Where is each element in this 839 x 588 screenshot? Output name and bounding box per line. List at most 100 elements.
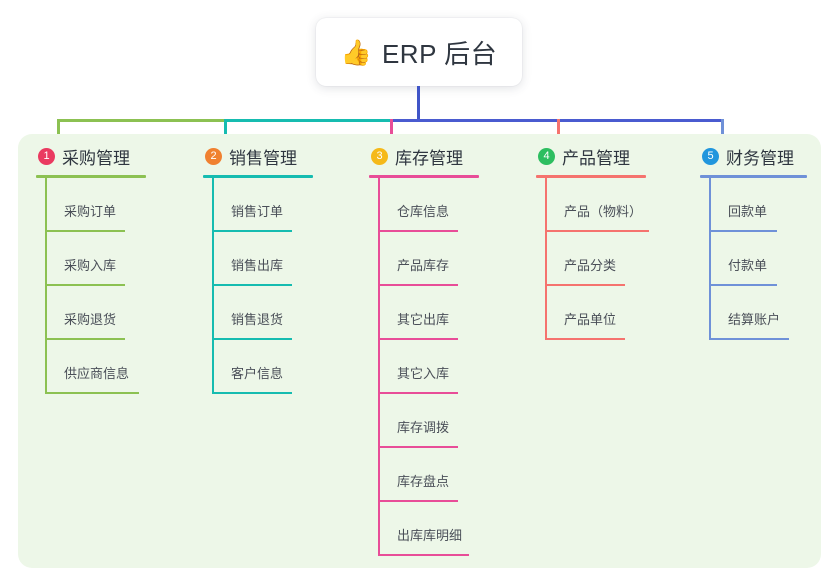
list-item[interactable]: 产品分类 (545, 232, 646, 286)
column-items-1: 采购订单采购入库采购退货供应商信息 (45, 178, 146, 394)
item-rule (378, 554, 469, 556)
item-rule (378, 230, 458, 232)
item-label: 产品分类 (564, 258, 617, 273)
item-label: 出库库明细 (397, 528, 463, 543)
item-label: 库存调拨 (397, 420, 450, 435)
column-title-4: 产品管理 (562, 148, 630, 168)
column-spine-4 (545, 178, 547, 340)
item-label: 仓库信息 (397, 204, 450, 219)
list-item[interactable]: 采购订单 (45, 178, 146, 232)
item-label: 采购入库 (64, 258, 117, 273)
list-item[interactable]: 产品单位 (545, 286, 646, 340)
item-label: 客户信息 (231, 366, 284, 381)
column-rule-5 (700, 175, 807, 178)
list-item[interactable]: 销售订单 (212, 178, 313, 232)
drop-line-4 (557, 119, 560, 144)
column-spine-2 (212, 178, 214, 394)
item-rule (212, 392, 292, 394)
list-item[interactable]: 其它出库 (378, 286, 479, 340)
column-title-2: 销售管理 (229, 148, 297, 168)
item-rule (378, 446, 458, 448)
item-rule (378, 500, 458, 502)
item-rule (709, 230, 777, 232)
page-title: ERP 后台 (381, 38, 498, 69)
column-header-4[interactable]: 4 产品管理 (536, 144, 646, 168)
column-1: 1 采购管理采购订单采购入库采购退货供应商信息 (36, 144, 146, 394)
item-label: 结算账户 (728, 312, 781, 327)
item-rule (545, 230, 649, 232)
column-badge-1: 1 (38, 147, 55, 165)
item-rule (45, 284, 125, 286)
column-4: 4 产品管理产品（物料） 产品分类产品单位 (536, 144, 649, 340)
item-rule (378, 284, 458, 286)
item-label: 库存盘点 (397, 474, 450, 489)
column-items-2: 销售订单销售出库销售退货客户信息 (212, 178, 313, 394)
list-item[interactable]: 客户信息 (212, 340, 313, 394)
list-item[interactable]: 回款单 (709, 178, 807, 232)
list-item[interactable]: 销售退货 (212, 286, 313, 340)
item-label: 其它入库 (397, 366, 450, 381)
list-item[interactable]: 出库库明细 (378, 502, 479, 556)
column-spine-1 (45, 178, 47, 394)
column-title-1: 采购管理 (62, 148, 130, 168)
item-label: 回款单 (728, 204, 768, 219)
root-title-card[interactable]: 👍 ERP 后台 (316, 18, 522, 86)
item-rule (45, 392, 139, 394)
column-5: 5 财务管理回款单付款单结算账户 (700, 144, 807, 340)
item-label: 销售订单 (231, 204, 284, 219)
item-rule (545, 284, 625, 286)
column-badge-2: 2 (205, 147, 222, 165)
thumbs-up-icon: 👍 (340, 37, 372, 67)
list-item[interactable]: 产品库存 (378, 232, 479, 286)
list-item[interactable]: 供应商信息 (45, 340, 146, 394)
column-spine-3 (378, 178, 380, 556)
item-label: 产品库存 (397, 258, 450, 273)
item-label: 产品（物料） (564, 204, 643, 219)
column-title-5: 财务管理 (726, 148, 794, 168)
list-item[interactable]: 采购退货 (45, 286, 146, 340)
column-spine-5 (709, 178, 711, 340)
item-label: 采购订单 (64, 204, 117, 219)
column-rule-1 (36, 175, 146, 178)
item-rule (212, 338, 292, 340)
list-item[interactable]: 付款单 (709, 232, 807, 286)
list-item[interactable]: 采购入库 (45, 232, 146, 286)
list-item[interactable]: 产品（物料） (545, 178, 649, 232)
item-rule (709, 284, 777, 286)
item-label: 付款单 (728, 258, 768, 273)
column-items-4: 产品（物料） 产品分类产品单位 (545, 178, 649, 340)
column-items-3: 仓库信息产品库存其它出库其它入库库存调拨库存盘点出库库明细 (378, 178, 479, 556)
column-rule-4 (536, 175, 646, 178)
item-rule (378, 338, 458, 340)
root-stem-line (417, 86, 420, 121)
column-badge-5: 5 (702, 147, 719, 165)
item-rule (545, 338, 625, 340)
item-rule (709, 338, 789, 340)
item-rule (45, 230, 125, 232)
list-item[interactable]: 结算账户 (709, 286, 807, 340)
item-label: 产品单位 (564, 312, 617, 327)
column-2: 2 销售管理销售订单销售出库销售退货客户信息 (203, 144, 313, 394)
column-header-2[interactable]: 2 销售管理 (203, 144, 313, 168)
item-rule (378, 392, 458, 394)
drop-line-5 (721, 119, 724, 144)
item-label: 供应商信息 (64, 366, 130, 381)
list-item[interactable]: 销售出库 (212, 232, 313, 286)
list-item[interactable]: 库存盘点 (378, 448, 479, 502)
item-label: 销售退货 (231, 312, 284, 327)
drop-line-3 (390, 119, 393, 144)
list-item[interactable]: 其它入库 (378, 340, 479, 394)
item-label: 销售出库 (231, 258, 284, 273)
column-badge-4: 4 (538, 147, 555, 165)
diagram-panel (18, 134, 821, 568)
list-item[interactable]: 库存调拨 (378, 394, 479, 448)
column-rule-3 (369, 175, 479, 178)
bus-teal (224, 119, 391, 122)
item-rule (45, 338, 125, 340)
list-item[interactable]: 仓库信息 (378, 178, 479, 232)
column-header-1[interactable]: 1 采购管理 (36, 144, 146, 168)
column-header-5[interactable]: 5 财务管理 (700, 144, 807, 168)
